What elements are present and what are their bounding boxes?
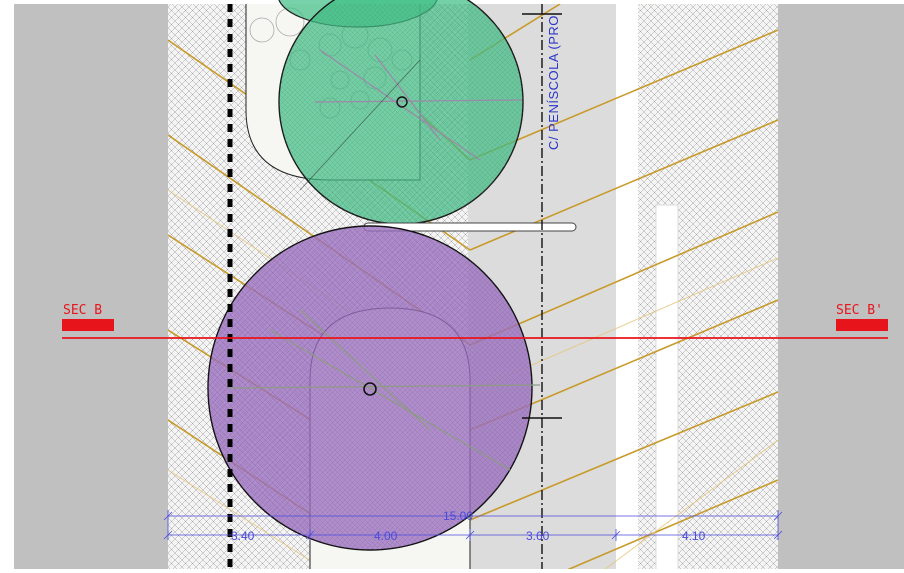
green-tree-branches [314,49,523,161]
purple-tree-branches [227,309,541,471]
circle-marker-icon [363,382,377,396]
section-label-right: SEC B' [836,303,883,318]
green-tree-hatch [279,4,523,224]
dimension-lines [163,510,783,541]
median-strip [616,4,638,573]
section-label-left: SEC B [63,303,102,318]
section-marker-left [62,319,114,331]
white-bar [655,204,679,573]
street-name: C/ PENÍSCOLA (PRO [546,15,561,150]
bottom-border [0,569,904,573]
circle-marker-icon [396,96,408,108]
section-marker-right [836,319,888,331]
green-tree-radius [299,59,421,191]
dimension-total: 15.00 [443,509,473,523]
dimension-segment: 4.10 [682,529,706,543]
left-margin [14,4,168,569]
right-margin [778,4,904,569]
dimension-segment: 3.60 [526,529,550,543]
dimension-segment: 4.00 [374,529,398,543]
dimension-segment: 3.40 [231,529,255,543]
